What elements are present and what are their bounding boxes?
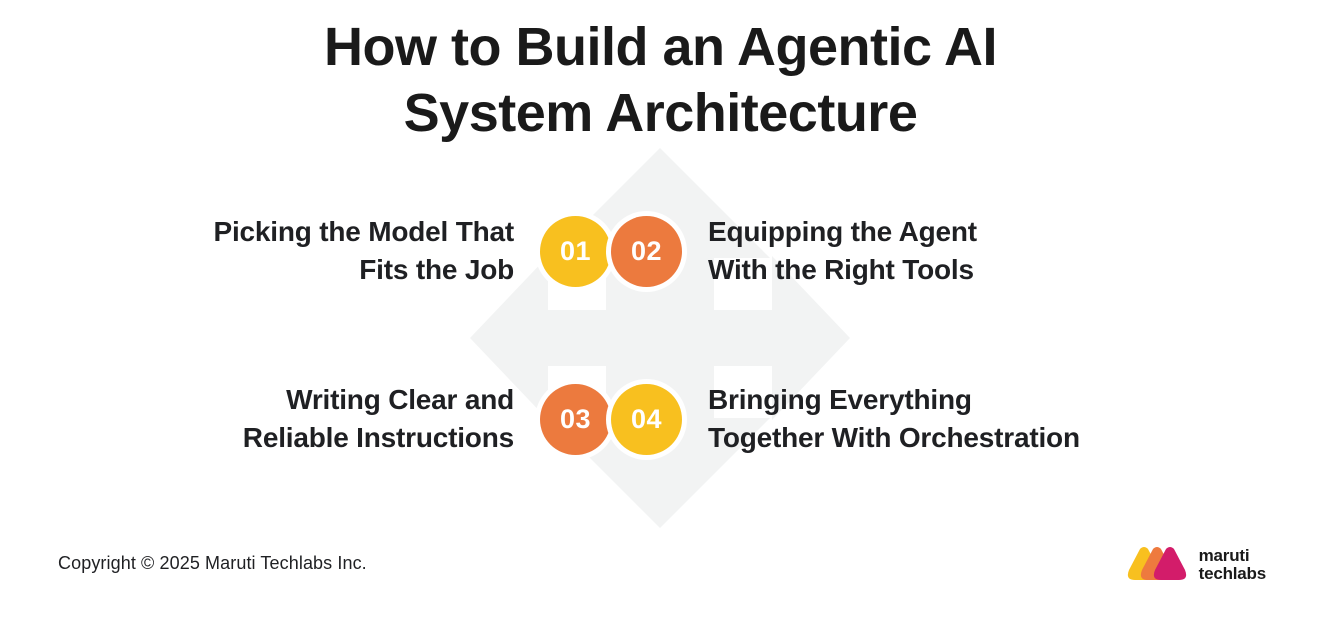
step-badge-02[interactable]: 02 xyxy=(611,215,682,287)
page-title: How to Build an Agentic AI System Archit… xyxy=(324,17,997,143)
step-item-03[interactable]: Writing Clear and Reliable Instructions … xyxy=(0,364,611,474)
copyright-text: Copyright © 2025 Maruti Techlabs Inc. xyxy=(58,553,367,573)
step-label-04: Bringing Everything Together With Orches… xyxy=(708,384,1080,453)
step-item-01[interactable]: Picking the Model That Fits the Job 01 xyxy=(0,196,611,306)
step-badge-01[interactable]: 01 xyxy=(540,215,611,287)
steps-grid: Picking the Model That Fits the Job 01 0… xyxy=(0,196,1321,496)
step-badge-03[interactable]: 03 xyxy=(540,383,611,455)
step-label-01: Picking the Model That Fits the Job xyxy=(213,216,514,285)
step-badge-04[interactable]: 04 xyxy=(611,383,682,455)
step-label-03: Writing Clear and Reliable Instructions xyxy=(242,384,514,453)
step-item-04[interactable]: 04 Bringing Everything Together With Orc… xyxy=(611,364,1321,474)
brand-logo[interactable]: maruti techlabs xyxy=(1126,546,1266,584)
brand-logo-text: maruti techlabs xyxy=(1198,546,1267,583)
step-label-02: Equipping the Agent With the Right Tools xyxy=(708,216,977,285)
steps-row-bottom: Writing Clear and Reliable Instructions … xyxy=(0,364,1321,474)
maruti-techlabs-mark-icon xyxy=(1127,547,1186,580)
step-item-02[interactable]: 02 Equipping the Agent With the Right To… xyxy=(611,196,1321,306)
steps-row-top: Picking the Model That Fits the Job 01 0… xyxy=(0,196,1321,306)
